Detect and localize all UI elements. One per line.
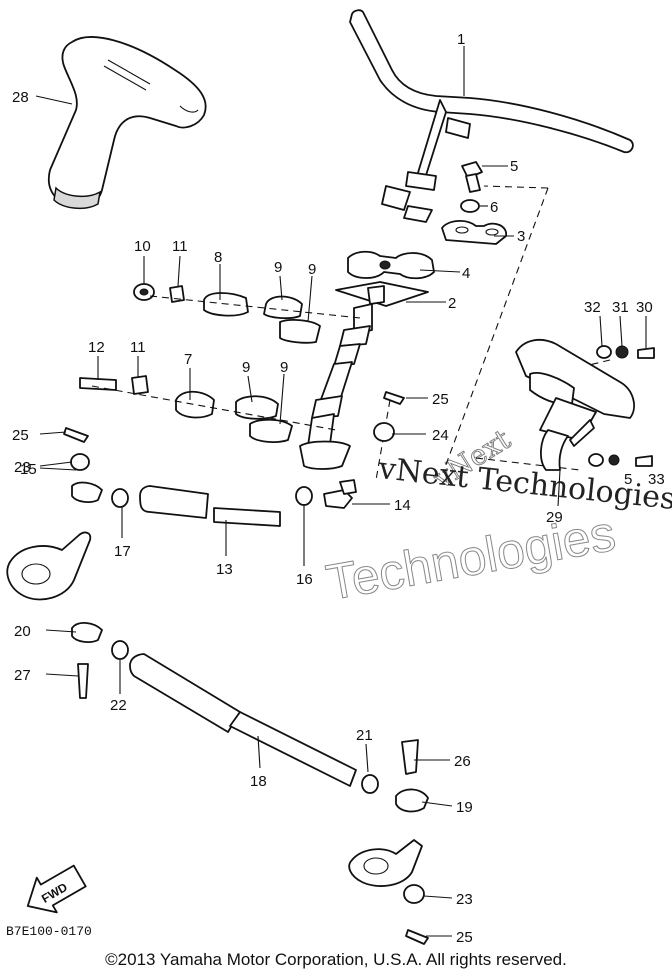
label-9-d: 9 [280, 359, 288, 376]
handlebar-part [349, 9, 634, 223]
fwd-arrow-marker: FWD [26, 864, 87, 914]
label-27: 27 [14, 667, 31, 684]
label-10: 10 [134, 238, 151, 255]
handlebar-holder-part [347, 250, 435, 280]
lower-steering-arm [348, 839, 429, 945]
label-20: 20 [14, 623, 31, 640]
label-30: 30 [636, 299, 653, 316]
label-18: 18 [250, 773, 267, 790]
label-11-lower: 11 [130, 339, 146, 356]
label-13: 13 [216, 561, 233, 578]
label-21: 21 [356, 727, 373, 744]
label-25-center: 25 [432, 391, 449, 408]
label-2: 2 [448, 295, 456, 312]
watermark-line3: Technologies [322, 505, 619, 611]
label-25-lower: 25 [456, 929, 473, 946]
steering-column-part [299, 281, 429, 470]
label-22: 22 [110, 697, 127, 714]
label-28: 28 [12, 89, 29, 106]
label-24: 24 [432, 427, 449, 444]
diagram-code: B7E100-0170 [6, 924, 92, 939]
lower-tie-rod [71, 622, 429, 813]
label-4: 4 [462, 265, 470, 282]
label-14: 14 [394, 497, 411, 514]
steering-bracket-part [515, 338, 655, 471]
label-26: 26 [454, 753, 471, 770]
label-5-right: 5 [624, 471, 632, 488]
label-31: 31 [612, 299, 629, 316]
label-7: 7 [184, 351, 192, 368]
part-labels: 1 2 3 4 5 6 7 8 9 9 9 9 10 11 11 12 13 1… [12, 31, 665, 946]
label-16: 16 [296, 571, 313, 588]
upper-clamp-set [133, 283, 321, 344]
label-9-c: 9 [242, 359, 250, 376]
leader-lines [35, 46, 647, 937]
label-3: 3 [517, 228, 525, 245]
label-29: 29 [546, 509, 563, 526]
lower-clamp-set [79, 375, 293, 443]
nut-pin-center [373, 391, 405, 442]
watermark: vNext vNext Technologies Technologies [322, 422, 672, 612]
label-1: 1 [457, 31, 465, 48]
label-17: 17 [114, 543, 131, 560]
label-15: 15 [20, 461, 37, 478]
label-5-upper: 5 [510, 158, 518, 175]
label-23-upper: 23 [14, 459, 31, 476]
steering-arm-part [6, 531, 92, 601]
holder-clamp-part [441, 220, 507, 245]
label-25-left: 25 [12, 427, 29, 444]
label-8: 8 [214, 249, 222, 266]
label-33: 33 [648, 471, 665, 488]
label-9-a: 9 [274, 259, 282, 276]
handlebar-cover-part [47, 36, 207, 210]
label-32: 32 [584, 299, 601, 316]
label-12: 12 [88, 339, 105, 356]
label-19: 19 [456, 799, 473, 816]
label-11-upper: 11 [172, 238, 188, 255]
label-9-b: 9 [308, 261, 316, 278]
copyright-notice: ©2013 Yamaha Motor Corporation, U.S.A. A… [105, 950, 567, 969]
label-6: 6 [490, 199, 498, 216]
label-23-lower: 23 [456, 891, 473, 908]
upper-bolt-washer [460, 161, 483, 213]
